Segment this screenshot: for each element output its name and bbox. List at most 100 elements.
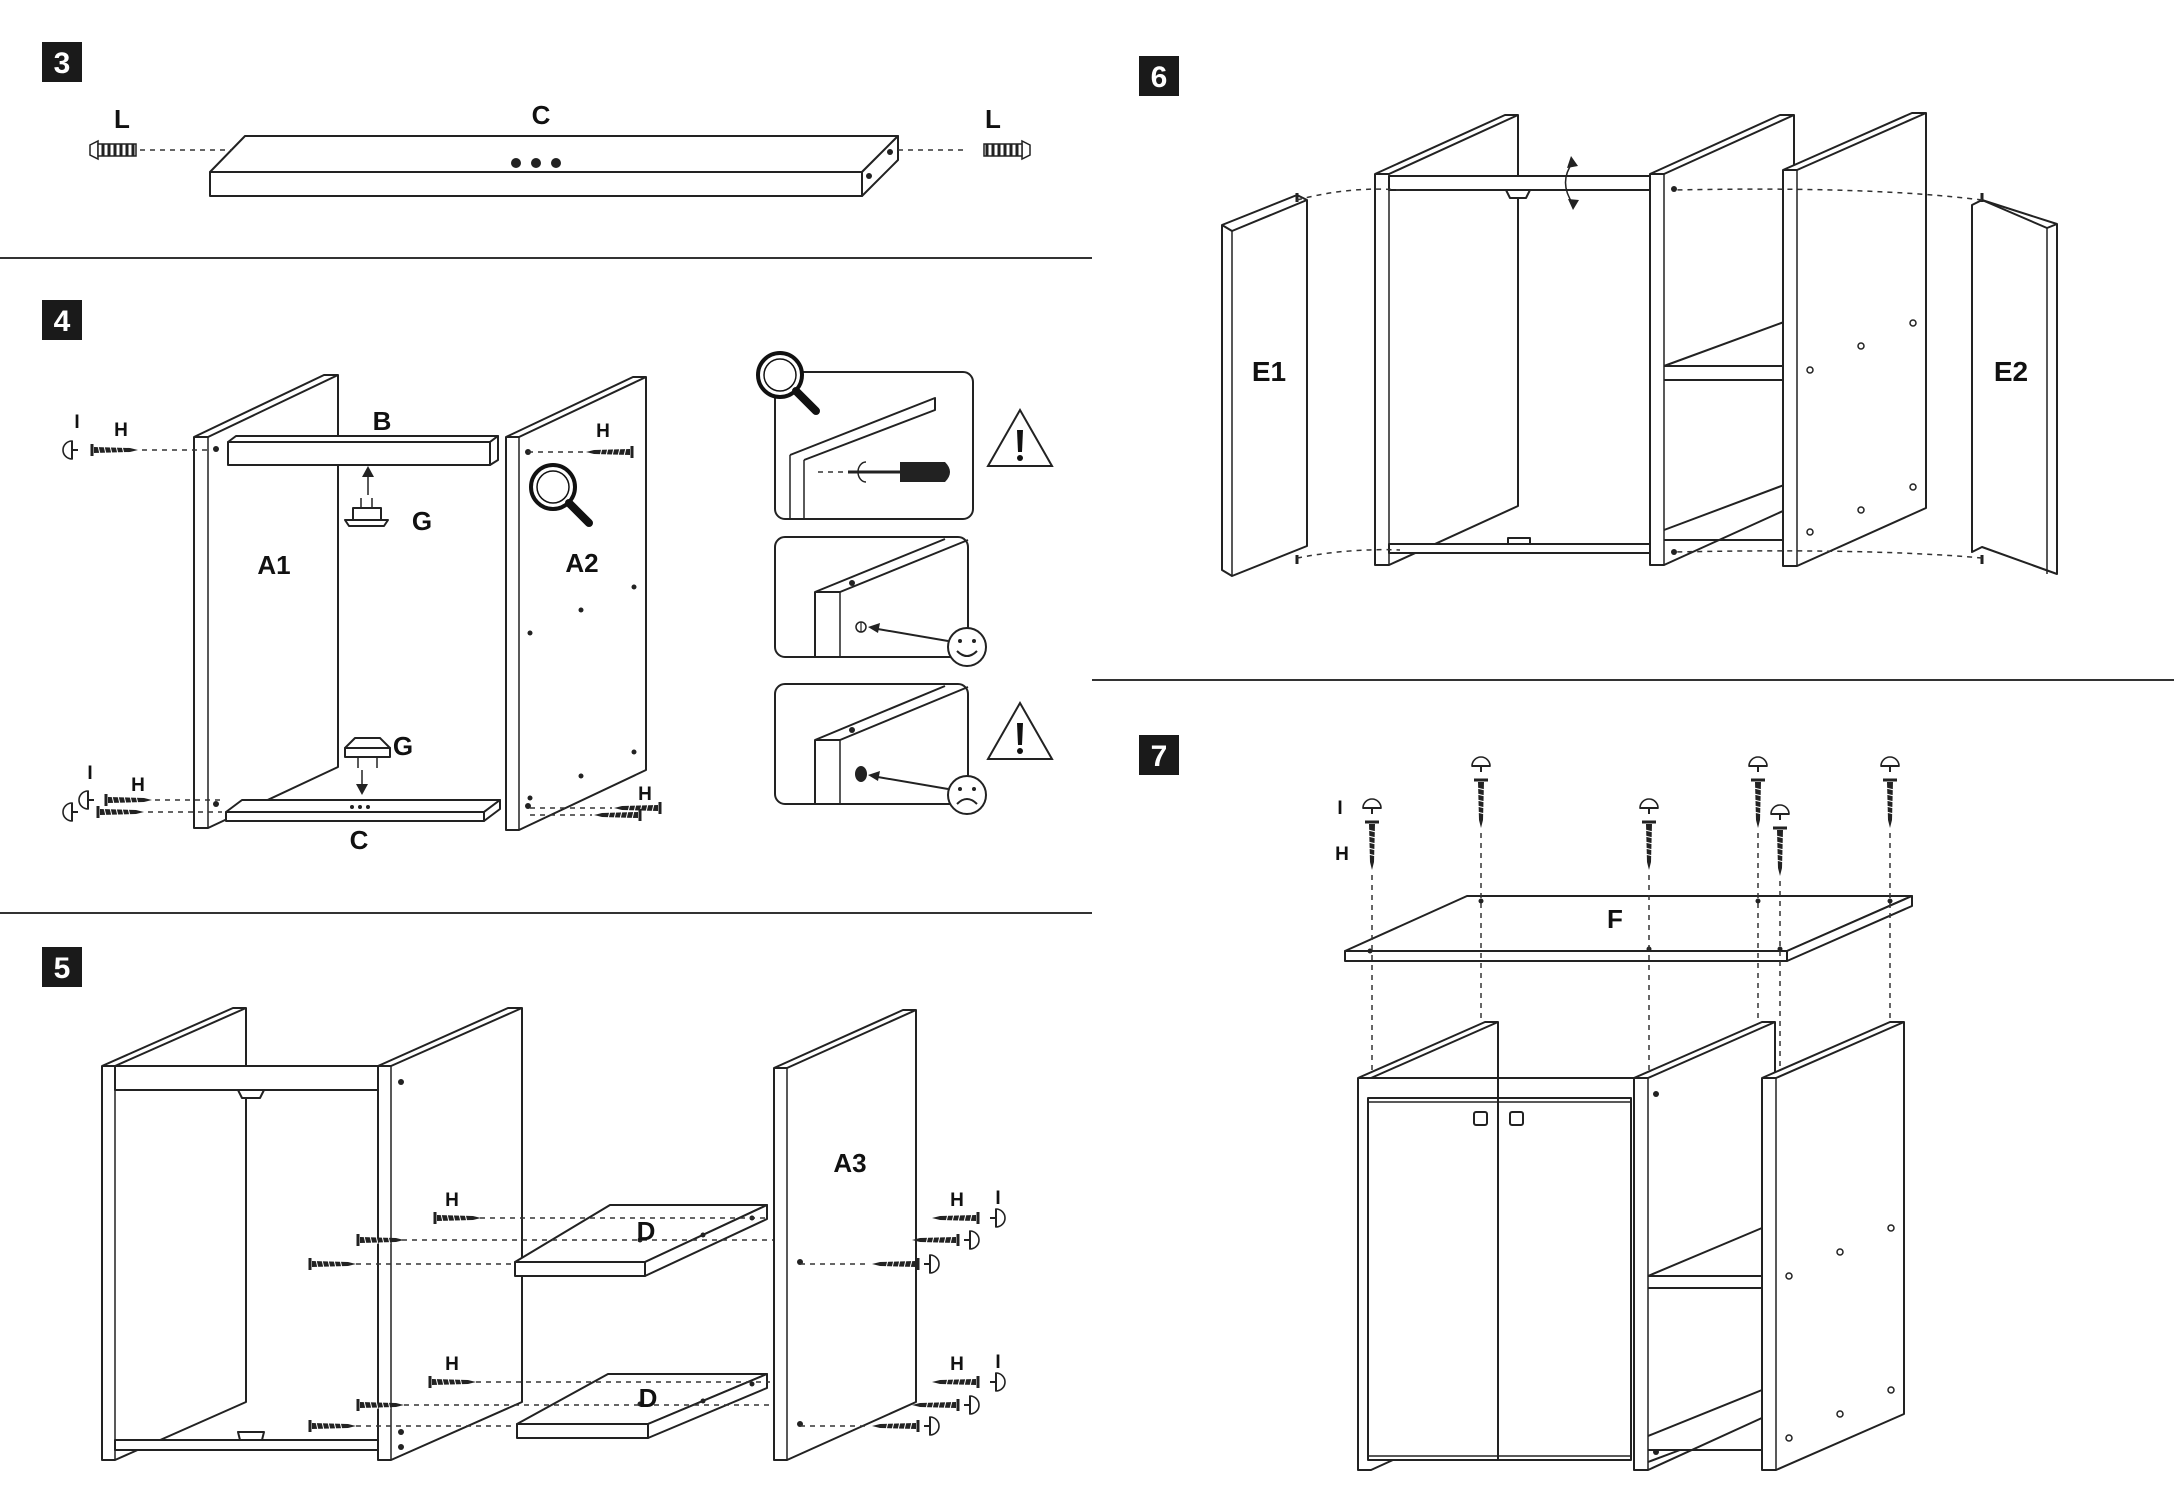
dowel-l-icon [88, 139, 138, 161]
label-f: F [1607, 904, 1623, 934]
step-3: 3 L C L [42, 42, 1032, 197]
carcass-step-6 [1374, 112, 1927, 567]
step-4-number: 4 [54, 305, 71, 338]
label-h-a2: H [596, 421, 610, 442]
cap-i-icon [1770, 804, 1790, 821]
screw-h-icon [910, 1232, 960, 1248]
screw-h-icon [1749, 778, 1767, 830]
screw-h-icon [104, 792, 154, 808]
door-e1 [1221, 193, 1308, 577]
board-c-bottom [225, 799, 501, 822]
warning-icon [987, 409, 1053, 467]
step-7: 7 [1139, 735, 1913, 1471]
screw-h-icon [930, 1374, 980, 1390]
cap-i-icon [1639, 798, 1659, 815]
label-a1: A1 [257, 550, 290, 580]
cap-i-icon [1471, 756, 1491, 773]
label-i-bottom-right: I [995, 1352, 1000, 1373]
label-h: H [1335, 844, 1349, 865]
label-l-left: L [114, 104, 130, 134]
dowel-l-icon [982, 139, 1032, 161]
label-h-top: H [114, 420, 128, 441]
step-6-badge: 6 [1139, 56, 1179, 96]
label-e2: E2 [1994, 356, 2028, 387]
panel-a2 [505, 376, 647, 831]
label-h-bottom-right: H [638, 784, 652, 805]
cap-i-icon [989, 1372, 1006, 1392]
screw-h-icon [592, 807, 642, 823]
section-dividers [0, 257, 2174, 914]
label-i-top: I [74, 412, 79, 433]
board-c [209, 135, 899, 197]
cabinet-assembled [1357, 1021, 1905, 1471]
label-d-bottom: D [639, 1383, 658, 1413]
label-e1: E1 [1252, 356, 1286, 387]
cap-i-icon [1880, 756, 1900, 773]
cap-i-icon [923, 1416, 940, 1436]
screw-h-icon [1771, 826, 1789, 878]
warning-icon [987, 702, 1053, 760]
screw-h-icon [308, 1256, 358, 1272]
step-7-number: 7 [1151, 740, 1168, 773]
panel-a1 [193, 374, 339, 829]
cap-i-icon [989, 1208, 1006, 1228]
label-c-bottom: C [350, 825, 369, 855]
step-3-badge: 3 [42, 42, 82, 82]
label-i-bottom: I [87, 763, 92, 784]
label-g-top: G [412, 506, 432, 536]
screw-h-icon [870, 1418, 920, 1434]
screw-h-icon [1472, 778, 1490, 830]
label-h-bottom-right: H [950, 1354, 964, 1375]
detail-box-screwdriver [758, 353, 974, 520]
label-h-bottom: H [131, 775, 145, 796]
connector-g-icon [344, 498, 389, 527]
step-3-number: 3 [54, 47, 71, 80]
detail-box-correct [774, 536, 987, 667]
label-b: B [373, 406, 392, 436]
cap-i-icon [62, 440, 79, 460]
label-d-top: D [637, 1216, 656, 1246]
panel-a3 [773, 1009, 917, 1461]
label-a3: A3 [833, 1148, 866, 1178]
carcass-left [101, 1007, 523, 1461]
step-6: 6 [1139, 56, 2058, 577]
label-h-bottom-left: H [445, 1354, 459, 1375]
screw-h-icon [1881, 778, 1899, 830]
screw-h-icon [1363, 820, 1381, 872]
screwdriver-icon [900, 462, 950, 482]
step-5-badge: 5 [42, 947, 82, 987]
cap-i-icon [963, 1230, 980, 1250]
detail-box-wrong [774, 683, 987, 815]
label-c: C [532, 100, 551, 130]
connector-g-icon [344, 737, 391, 768]
step-5-number: 5 [54, 952, 71, 985]
smiley-sad-icon [947, 775, 987, 815]
label-l-right: L [985, 104, 1001, 134]
cap-i-icon [963, 1395, 980, 1415]
label-g-bottom: G [393, 731, 413, 761]
top-panel-f [1344, 895, 1913, 962]
step-4: 4 [42, 300, 1053, 855]
label-i: I [1337, 798, 1342, 819]
screw-h-icon [930, 1210, 980, 1226]
label-h-top-right: H [950, 1190, 964, 1211]
cap-i-icon [1362, 798, 1382, 815]
screw-h-icon [96, 804, 146, 820]
label-i-top-right: I [995, 1188, 1000, 1209]
cap-i-icon [923, 1254, 940, 1274]
screw-h-icon [90, 442, 140, 458]
step-5: 5 [42, 947, 1006, 1461]
step-4-badge: 4 [42, 300, 82, 340]
step-6-number: 6 [1151, 61, 1168, 94]
smiley-happy-icon [947, 627, 987, 667]
door-e2 [1971, 193, 2058, 575]
label-h-top-left: H [445, 1190, 459, 1211]
cap-i-icon [78, 790, 95, 810]
shelf-d-bottom [516, 1373, 768, 1439]
label-a2: A2 [565, 548, 598, 578]
cap-i-icon [62, 802, 79, 822]
screw-h-icon [308, 1418, 358, 1434]
cap-i-icon [1748, 756, 1768, 773]
board-b [227, 435, 499, 466]
